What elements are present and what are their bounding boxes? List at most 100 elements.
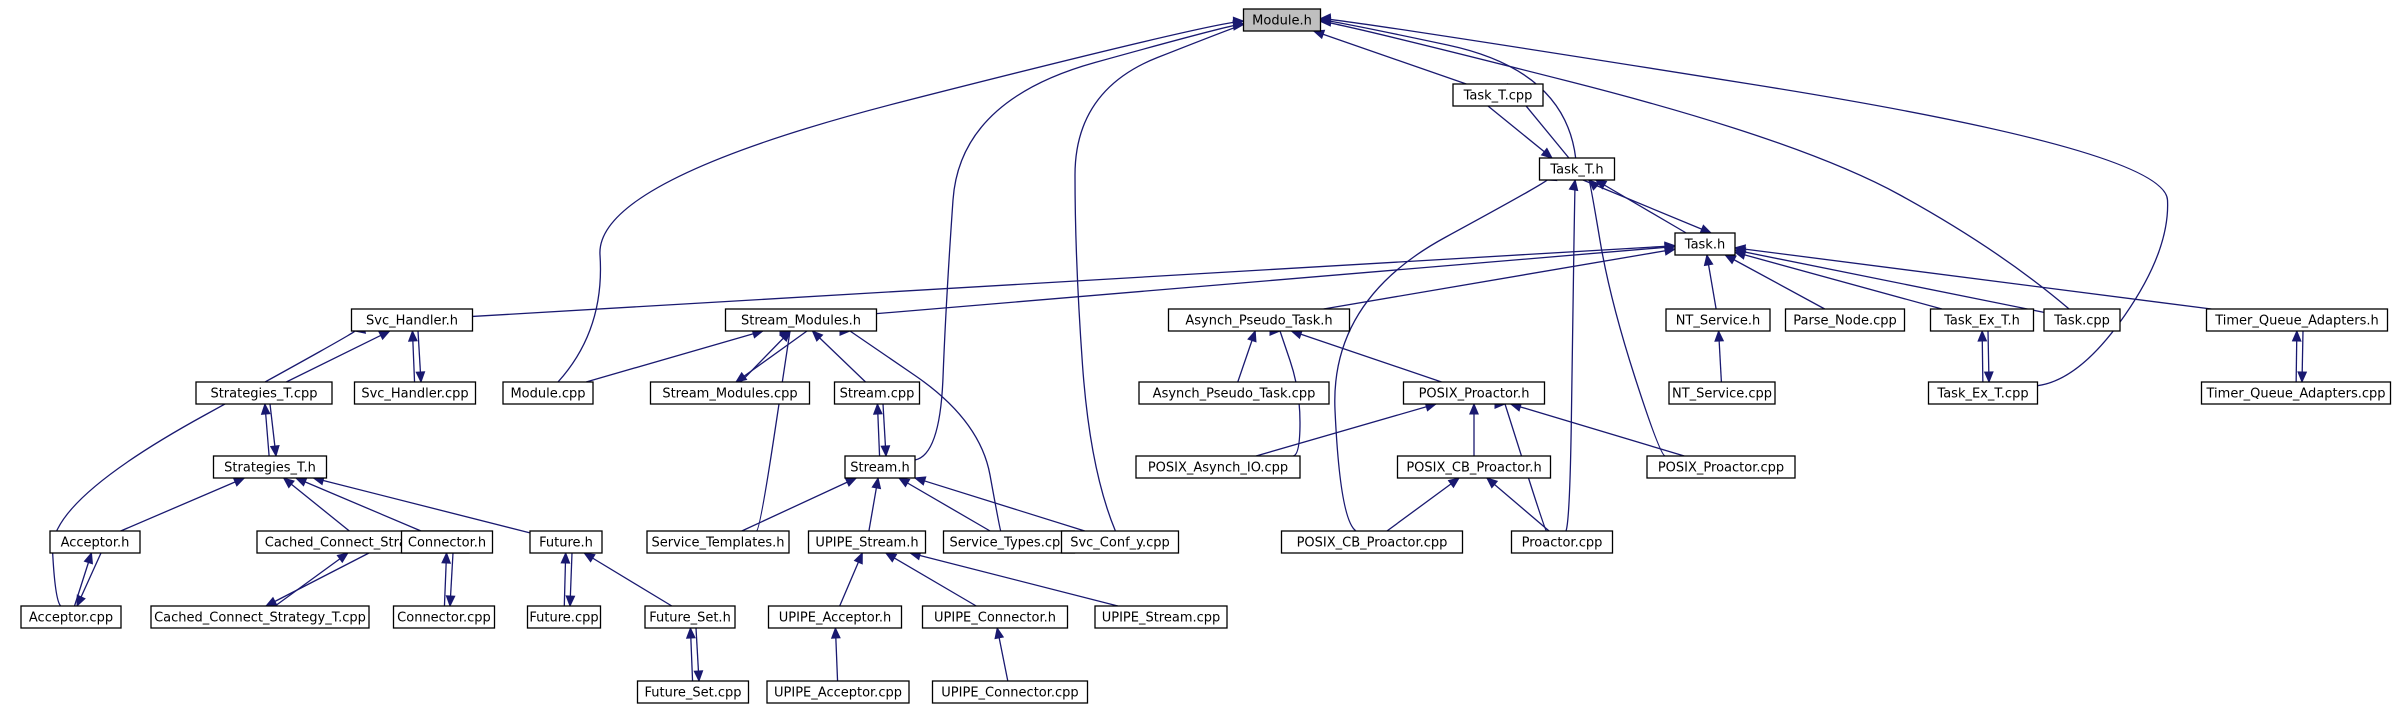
node-future-cpp[interactable]: Future.cpp bbox=[526, 605, 602, 629]
node-nt-service-h[interactable]: NT_Service.h bbox=[1665, 308, 1771, 332]
edge-service-types-cpp-to-stream-modules-h bbox=[839, 326, 1002, 532]
node-strategies-t-cpp[interactable]: Strategies_T.cpp bbox=[195, 381, 333, 405]
edge-upipe-stream-h-to-stream-h bbox=[868, 476, 882, 532]
edge-posix-cb-proactor-h-to-posix-proactor-h bbox=[1469, 402, 1479, 456]
node-service-templates-h[interactable]: Service_Templates.h bbox=[646, 530, 790, 554]
node-posix-proactor-cpp[interactable]: POSIX_Proactor.cpp bbox=[1646, 455, 1796, 479]
edge-connector-h-to-connector-cpp bbox=[445, 552, 456, 608]
node-upipe-acceptor-cpp[interactable]: UPIPE_Acceptor.cpp bbox=[766, 680, 910, 704]
node-connector-cpp[interactable]: Connector.cpp bbox=[392, 605, 496, 629]
edge-posix-proactor-cpp-to-posix-proactor-h bbox=[1509, 402, 1685, 457]
node-stream-cpp[interactable]: Stream.cpp bbox=[833, 381, 921, 405]
node-box bbox=[400, 530, 494, 554]
node-label: Stream.cpp bbox=[840, 387, 915, 402]
node-box bbox=[1060, 530, 1180, 554]
edge-timer-queue-adapters-h-to-timer-queue-adapters-cpp bbox=[2297, 330, 2308, 384]
node-posix-proactor-h[interactable]: POSIX_Proactor.h bbox=[1402, 381, 1546, 405]
node-label: Stream.h bbox=[850, 461, 909, 476]
node-upipe-stream-h[interactable]: UPIPE_Stream.h bbox=[807, 530, 927, 554]
edge-service-templates-h-to-stream-h bbox=[741, 477, 858, 532]
node-timer-queue-adapters-h[interactable]: Timer_Queue_Adapters.h bbox=[2205, 308, 2389, 332]
node-posix-cb-proactor-cpp[interactable]: POSIX_CB_Proactor.cpp bbox=[1280, 530, 1464, 554]
node-label: NT_Service.h bbox=[1676, 314, 1761, 329]
node-upipe-connector-h[interactable]: UPIPE_Connector.h bbox=[921, 605, 1069, 629]
node-label: NT_Service.cpp bbox=[1672, 387, 1772, 402]
node-asynch-pseudo-task-h[interactable]: Asynch_Pseudo_Task.h bbox=[1167, 308, 1351, 332]
edge-future-set-cpp-to-future-set-h bbox=[685, 626, 696, 682]
edge-stream-modules-h-to-task-h bbox=[876, 242, 1677, 315]
node-future-h[interactable]: Future.h bbox=[529, 530, 603, 554]
node-box bbox=[807, 530, 927, 554]
node-label: Cached_Connect_Strategy_T.cpp bbox=[154, 611, 366, 626]
node-asynch-pseudo-task-cpp[interactable]: Asynch_Pseudo_Task.cpp bbox=[1138, 381, 1330, 405]
node-upipe-connector-cpp[interactable]: UPIPE_Connector.cpp bbox=[931, 680, 1089, 704]
node-task-ex-t-cpp[interactable]: Task_Ex_T.cpp bbox=[1927, 381, 2039, 405]
node-task-t-cpp[interactable]: Task_T.cpp bbox=[1452, 83, 1544, 107]
node-box bbox=[1138, 381, 1330, 405]
edge-cached-connect-strategy-t-h-to-cached-connect-strategy-t-cpp bbox=[264, 552, 370, 607]
node-box bbox=[833, 381, 921, 405]
edge-posix-cb-proactor-cpp-to-posix-cb-proactor-h bbox=[1386, 477, 1461, 532]
node-label: Future.h bbox=[539, 536, 593, 551]
node-box bbox=[1452, 83, 1544, 107]
node-future-set-cpp[interactable]: Future_Set.cpp bbox=[636, 680, 750, 704]
node-connector-h[interactable]: Connector.h bbox=[400, 530, 494, 554]
node-svc-handler-cpp[interactable]: Svc_Handler.cpp bbox=[353, 381, 477, 405]
node-stream-modules-h[interactable]: Stream_Modules.h bbox=[724, 308, 878, 332]
node-box bbox=[502, 381, 594, 405]
node-service-types-cpp[interactable]: Service_Types.cpp bbox=[942, 530, 1076, 554]
edge-proactor-cpp-to-posix-cb-proactor-h bbox=[1485, 477, 1550, 532]
node-module-h[interactable]: Module.h bbox=[1242, 8, 1322, 32]
node-nt-service-cpp[interactable]: NT_Service.cpp bbox=[1668, 381, 1776, 405]
node-label: Stream_Modules.cpp bbox=[662, 387, 797, 402]
node-module-cpp[interactable]: Module.cpp bbox=[502, 381, 594, 405]
node-label: UPIPE_Acceptor.cpp bbox=[774, 686, 902, 701]
node-task-h[interactable]: Task.h bbox=[1674, 232, 1736, 256]
node-timer-queue-adapters-cpp[interactable]: Timer_Queue_Adapters.cpp bbox=[2200, 381, 2392, 405]
node-box bbox=[49, 530, 141, 554]
edge-future-cpp-to-future-h bbox=[560, 551, 571, 607]
node-acceptor-cpp[interactable]: Acceptor.cpp bbox=[20, 605, 122, 629]
node-box bbox=[1280, 530, 1464, 554]
edge-strategies-t-h-to-strategies-t-cpp bbox=[260, 402, 271, 457]
node-label: Stream_Modules.h bbox=[741, 314, 861, 329]
node-box bbox=[2200, 381, 2392, 405]
node-task-ex-t-h[interactable]: Task_Ex_T.h bbox=[1929, 308, 2035, 332]
node-strategies-t-h[interactable]: Strategies_T.h bbox=[212, 455, 328, 479]
edge-future-set-h-to-future-h bbox=[583, 552, 673, 607]
node-box bbox=[1167, 308, 1351, 332]
node-svc-conf-y-cpp[interactable]: Svc_Conf_y.cpp bbox=[1060, 530, 1180, 554]
node-acceptor-h[interactable]: Acceptor.h bbox=[49, 530, 141, 554]
edge-acceptor-h-to-strategies-t-h bbox=[120, 477, 246, 532]
node-label: Timer_Queue_Adapters.h bbox=[2214, 314, 2379, 329]
node-box bbox=[1538, 157, 1616, 181]
node-future-set-h[interactable]: Future_Set.h bbox=[644, 605, 736, 629]
node-box bbox=[195, 381, 333, 405]
node-proactor-cpp[interactable]: Proactor.cpp bbox=[1510, 530, 1614, 554]
node-box bbox=[636, 680, 750, 704]
edge-connector-cpp-to-connector-h bbox=[441, 551, 452, 607]
node-upipe-stream-cpp[interactable]: UPIPE_Stream.cpp bbox=[1094, 605, 1228, 629]
node-stream-h[interactable]: Stream.h bbox=[844, 455, 916, 479]
node-box bbox=[1094, 605, 1228, 629]
node-upipe-acceptor-h[interactable]: UPIPE_Acceptor.h bbox=[767, 605, 903, 629]
edge-future-h-to-future-cpp bbox=[565, 552, 576, 608]
node-stream-modules-cpp[interactable]: Stream_Modules.cpp bbox=[649, 381, 811, 405]
node-box bbox=[2205, 308, 2389, 332]
node-label: Module.cpp bbox=[510, 387, 585, 402]
node-cached-connect-strategy-t-cpp[interactable]: Cached_Connect_Strategy_T.cpp bbox=[150, 605, 370, 629]
node-box bbox=[931, 680, 1089, 704]
node-svc-handler-h[interactable]: Svc_Handler.h bbox=[350, 308, 474, 332]
node-posix-cb-proactor-h[interactable]: POSIX_CB_Proactor.h bbox=[1396, 455, 1552, 479]
node-parse-node-cpp[interactable]: Parse_Node.cpp bbox=[1784, 308, 1906, 332]
edge-asynch-pseudo-task-h-to-task-h bbox=[1323, 245, 1677, 310]
edge-connector-h-to-strategies-t-h bbox=[294, 477, 422, 532]
edge-strategies-t-cpp-to-svc-handler-h bbox=[286, 330, 391, 383]
edge-svc-handler-h-to-svc-handler-cpp bbox=[415, 330, 426, 384]
node-posix-asynch-io-cpp[interactable]: POSIX_Asynch_IO.cpp bbox=[1135, 455, 1301, 479]
node-task-cpp[interactable]: Task.cpp bbox=[2043, 308, 2121, 332]
edge-svc-handler-cpp-to-svc-handler-h bbox=[407, 329, 418, 383]
edge-asynch-pseudo-task-cpp-to-asynch-pseudo-task-h bbox=[1237, 329, 1257, 383]
node-task-t-h[interactable]: Task_T.h bbox=[1538, 157, 1616, 181]
node-box bbox=[921, 605, 1069, 629]
